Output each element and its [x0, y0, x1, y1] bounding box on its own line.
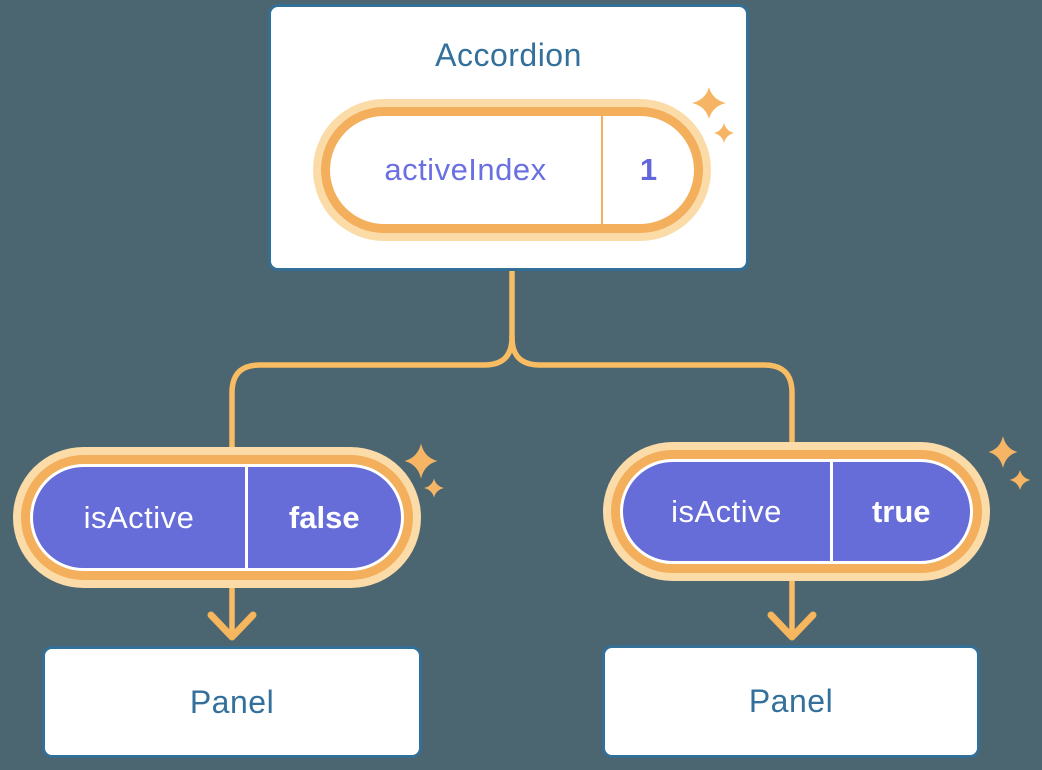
- state-name-label: activeIndex: [384, 152, 547, 187]
- prop-name-label: isActive: [83, 499, 195, 535]
- arrow-down-icon: [207, 611, 257, 641]
- prop-value-label: false: [288, 499, 360, 535]
- prop-pill-divider: [830, 462, 833, 561]
- state-pill-activeindex: activeIndex 1: [330, 116, 694, 224]
- sparkles-icon: [692, 87, 734, 143]
- accordion-title: Accordion: [435, 37, 582, 73]
- branch-left-line: [229, 334, 515, 636]
- branch-right-line: [509, 334, 795, 636]
- prop-pill-isactive-false: isActive false: [30, 464, 404, 571]
- prop-name-label: isActive: [671, 493, 782, 529]
- sparkles-icon: [988, 436, 1031, 490]
- state-pill-divider: [601, 116, 603, 224]
- panel-component-box: Panel: [602, 645, 980, 758]
- panel-component-box: Panel: [42, 646, 422, 758]
- prop-value-label: true: [871, 493, 931, 529]
- arrow-down-icon: [767, 611, 817, 641]
- sparkles-icon: [404, 443, 444, 498]
- panel-title: Panel: [748, 683, 834, 719]
- panel-title: Panel: [189, 683, 275, 720]
- state-value-label: 1: [639, 152, 658, 187]
- prop-pill-isactive-true: isActive true: [620, 459, 973, 564]
- prop-pill-divider: [245, 467, 248, 568]
